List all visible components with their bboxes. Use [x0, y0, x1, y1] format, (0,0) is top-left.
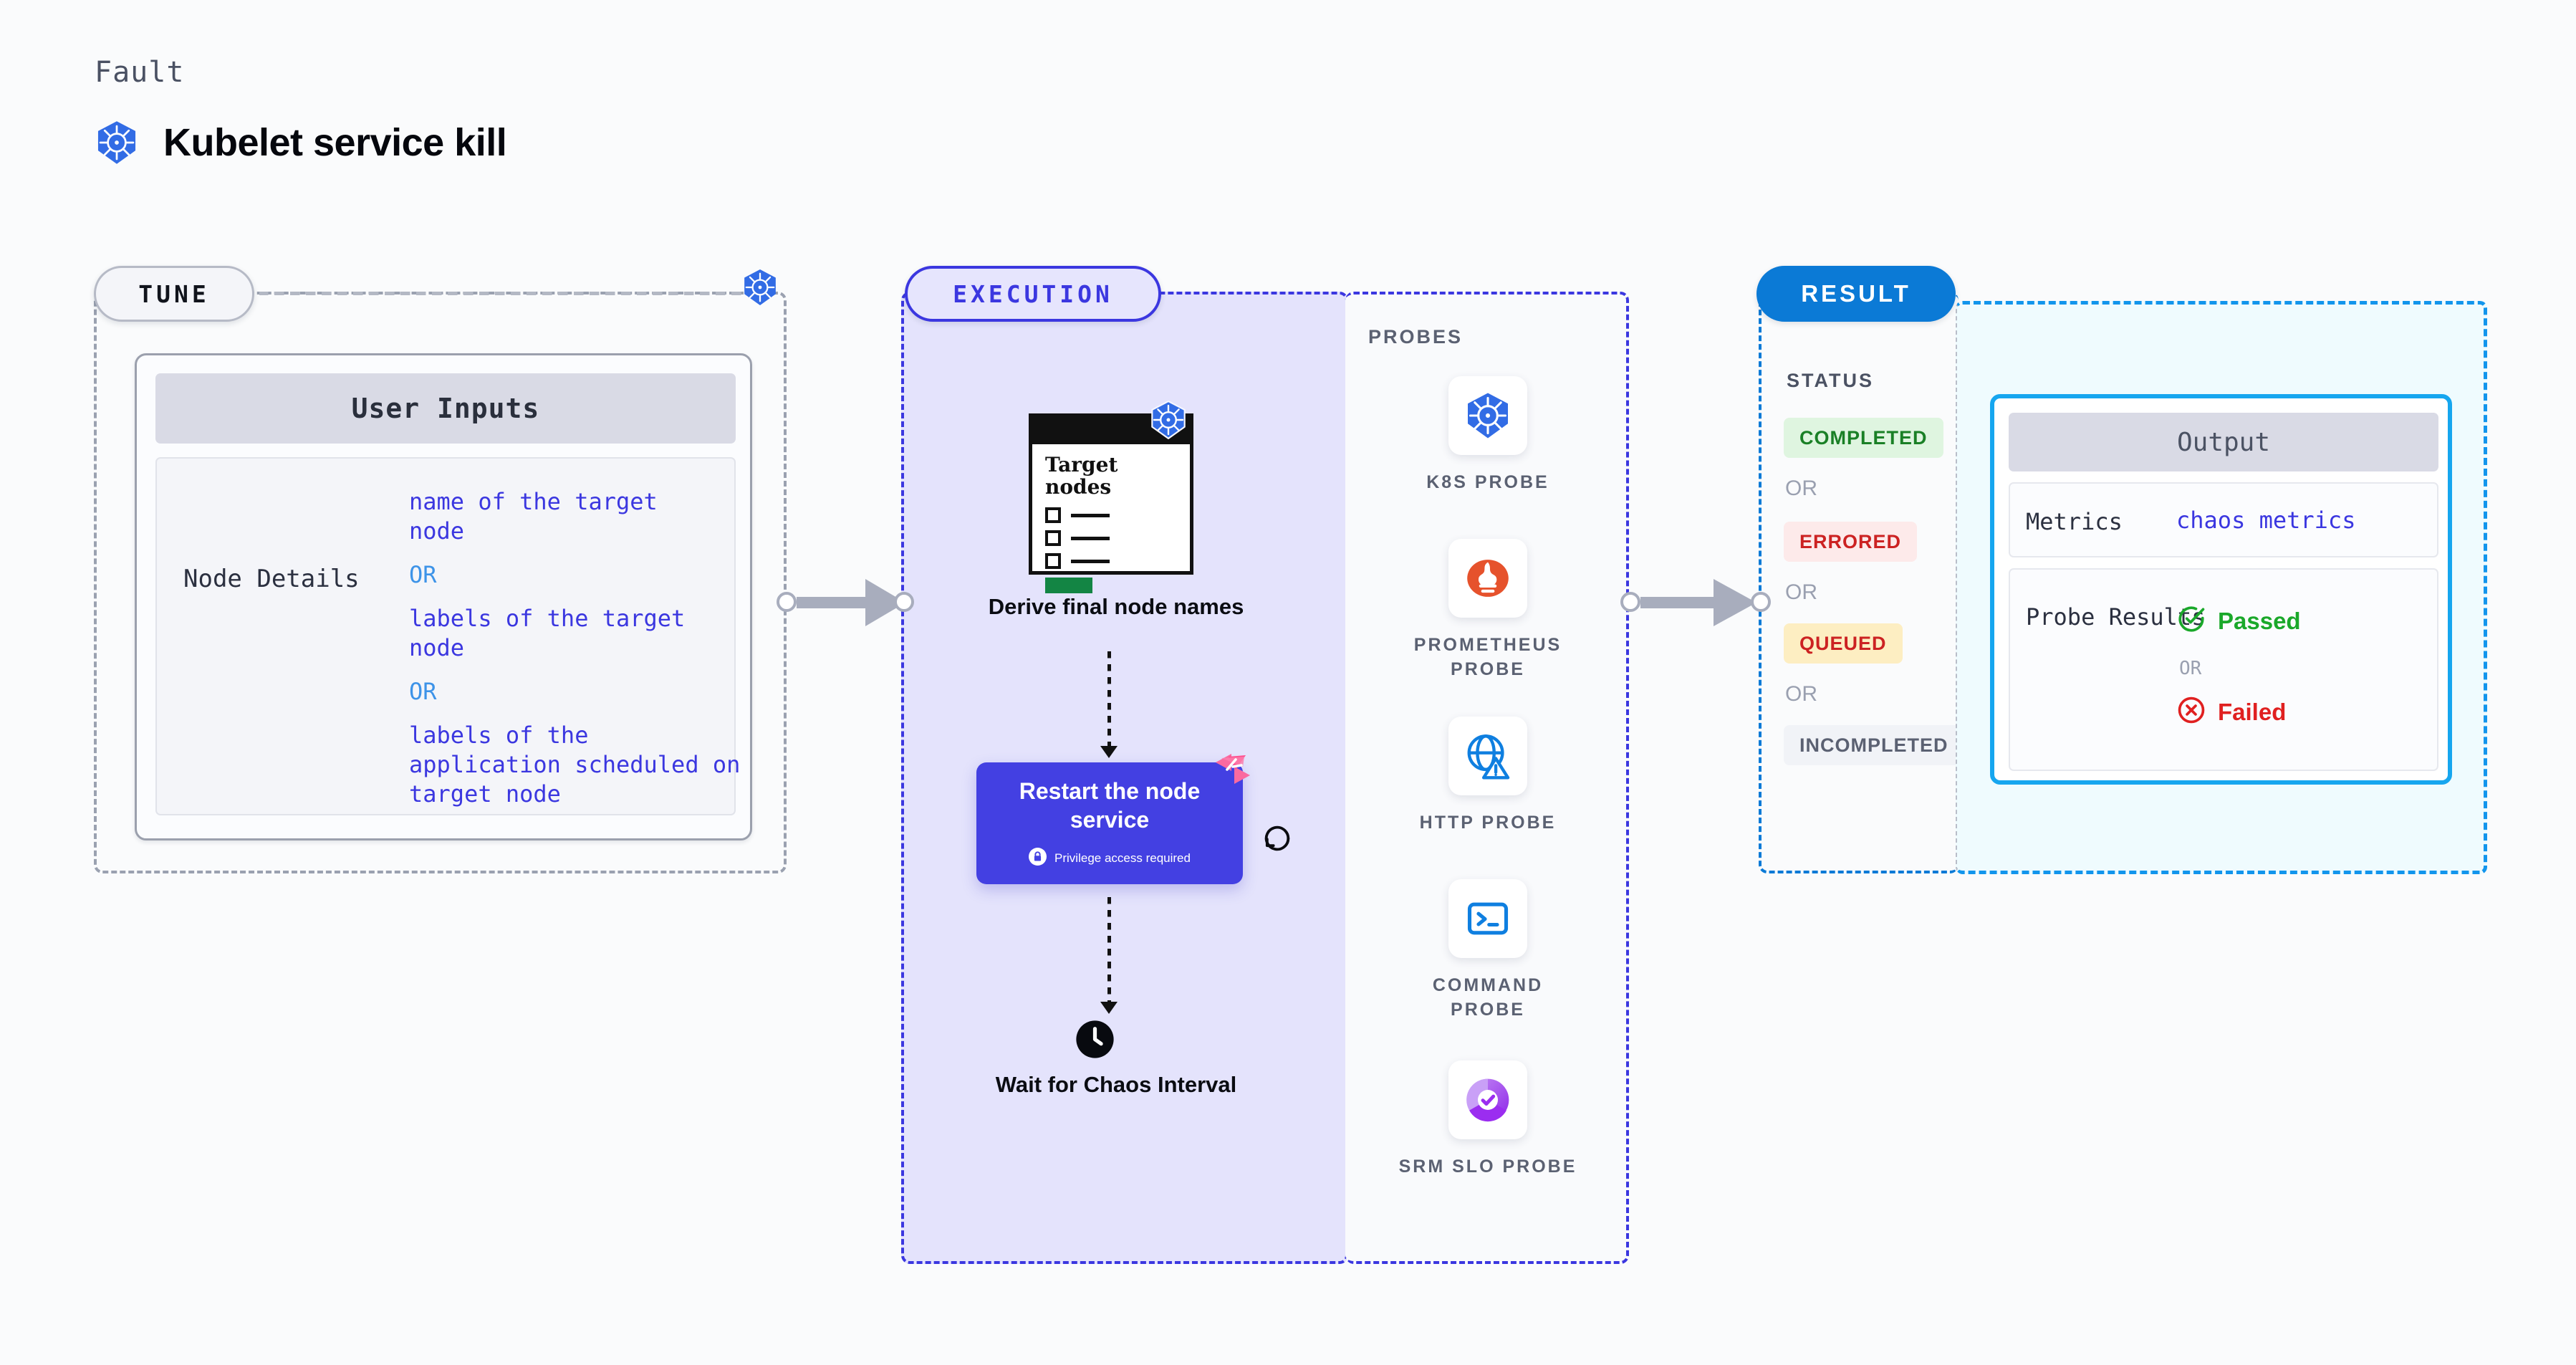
metrics-value[interactable]: chaos metrics [2176, 507, 2356, 534]
kubernetes-icon [1448, 376, 1527, 455]
probe-item-k8s[interactable]: K8S PROBE [1398, 376, 1577, 495]
arrow-probes-to-result [1640, 573, 1762, 636]
terminal-icon [1448, 879, 1527, 958]
fault-eyebrow: Fault [95, 56, 185, 89]
connector-dot-tune-out [777, 592, 797, 612]
target-nodes-card-body: Target nodes [1029, 413, 1193, 593]
target-nodes-row-2 [1045, 530, 1110, 546]
placeholder-line [1071, 513, 1110, 517]
step-caption-derive-final-node-names: Derive final node names [988, 594, 1244, 619]
node-value-labels-app: labels of the application scheduled on t… [409, 721, 741, 808]
fault-title-row: Kubelet service kill [95, 120, 507, 165]
flow-arrowhead-2 [1100, 1002, 1118, 1014]
check-circle-icon [2176, 604, 2206, 638]
metrics-key: Metrics [2026, 508, 2123, 535]
node-value-labels-node: labels of the target node [409, 604, 686, 661]
target-nodes-row-1 [1045, 507, 1110, 523]
node-value-or-2: OR [409, 677, 437, 705]
privilege-note-text: Privilege access required [1054, 851, 1191, 865]
tune-stage-pill[interactable]: TUNE [94, 266, 254, 322]
probe-result-failed: Failed [2176, 695, 2286, 729]
status-badge-completed: COMPLETED [1784, 418, 1943, 458]
execution-steps-column: Target nodes [901, 292, 1348, 1264]
tune-connector-line [259, 292, 746, 295]
probe-item-command[interactable]: COMMAND PROBE [1398, 879, 1577, 1022]
checkbox-icon [1045, 530, 1061, 546]
status-badge-errored: ERRORED [1784, 522, 1918, 562]
status-badge-incompleted: INCOMPLETED [1784, 725, 1964, 765]
srm-slo-icon [1448, 1060, 1527, 1139]
node-value-name: name of the target node [409, 488, 658, 545]
probe-label: SRM SLO PROBE [1398, 1156, 1577, 1177]
step-restart-the-node-service[interactable]: Restart the node service Privilege acces… [976, 754, 1250, 884]
user-inputs-header: User Inputs [155, 373, 736, 444]
status-badge-queued: QUEUED [1784, 623, 1903, 664]
output-row-probe-results: Probe Results Passed OR [2009, 568, 2438, 771]
probe-result-or: OR [2179, 658, 2202, 679]
flow-arrowhead-1 [1100, 746, 1118, 758]
output-header: Output [2009, 413, 2438, 471]
flow-line-2 [1107, 897, 1111, 1003]
result-or-2: OR [1785, 580, 1817, 604]
kubernetes-icon [95, 120, 139, 165]
placeholder-line [1071, 559, 1110, 563]
privilege-note: Privilege access required [1029, 847, 1191, 869]
probe-label: COMMAND PROBE [1432, 975, 1544, 1020]
probe-result-passed: Passed [2176, 604, 2301, 638]
result-stage-pill[interactable]: RESULT [1756, 266, 1956, 322]
connector-dot-probes-out [1620, 592, 1640, 612]
result-or-3: OR [1785, 682, 1817, 706]
result-or-1: OR [1785, 476, 1817, 500]
status-label: STATUS [1787, 370, 1874, 391]
flow-line-1 [1107, 651, 1111, 747]
checkbox-icon [1045, 507, 1061, 523]
clock-icon [1075, 1019, 1115, 1063]
probe-item-prometheus[interactable]: PROMETHEUS PROBE [1398, 539, 1577, 682]
output-row-metrics: Metrics chaos metrics [2009, 482, 2438, 557]
user-inputs-body: Node Details name of the target node OR … [155, 457, 740, 815]
node-details-values: name of the target node OR labels of the… [409, 487, 740, 809]
checkbox-icon [1045, 553, 1061, 569]
node-value-or-1: OR [409, 560, 437, 588]
passed-label: Passed [2218, 607, 2301, 634]
connector-dot-execution-in [894, 592, 914, 612]
globe-warning-icon [1448, 717, 1527, 795]
probe-item-srm-slo[interactable]: SRM SLO PROBE [1398, 1060, 1577, 1179]
step-caption-restart-the-node-service: Restart the node service [1019, 778, 1201, 833]
placeholder-line [1071, 536, 1110, 540]
failed-label: Failed [2218, 698, 2287, 725]
probe-label: PROMETHEUS PROBE [1413, 635, 1562, 679]
probe-results-key: Probe Results [2026, 603, 2206, 631]
x-circle-icon [2176, 695, 2206, 729]
prometheus-icon [1448, 539, 1527, 618]
probes-label: PROBES [1368, 326, 1464, 348]
page-title: Kubelet service kill [163, 121, 507, 164]
output-card: Output Metrics chaos metrics Probe Resul… [1990, 394, 2452, 785]
kubernetes-icon [1149, 400, 1188, 443]
step-caption-wait-for-chaos-interval: Wait for Chaos Interval [995, 1072, 1237, 1097]
harness-chaos-icon [1214, 752, 1251, 789]
target-nodes-card: Target nodes [1029, 400, 1193, 593]
target-nodes-title: Target nodes [1045, 453, 1118, 499]
revert-icon[interactable] [1261, 822, 1294, 858]
lock-icon [1029, 847, 1047, 869]
execution-stage-pill[interactable]: EXECUTION [905, 266, 1161, 322]
probe-label: K8S PROBE [1426, 472, 1549, 492]
arrow-tune-to-execution [797, 573, 911, 636]
progress-bar [1045, 578, 1092, 593]
probe-item-http[interactable]: HTTP PROBE [1398, 717, 1577, 835]
kubernetes-icon [741, 269, 779, 310]
user-inputs-card: User Inputs Node Details name of the tar… [135, 353, 752, 840]
target-nodes-row-3 [1045, 553, 1110, 569]
probe-label: HTTP PROBE [1419, 813, 1557, 833]
node-details-key: Node Details [183, 565, 360, 593]
connector-dot-result-in [1751, 592, 1771, 612]
